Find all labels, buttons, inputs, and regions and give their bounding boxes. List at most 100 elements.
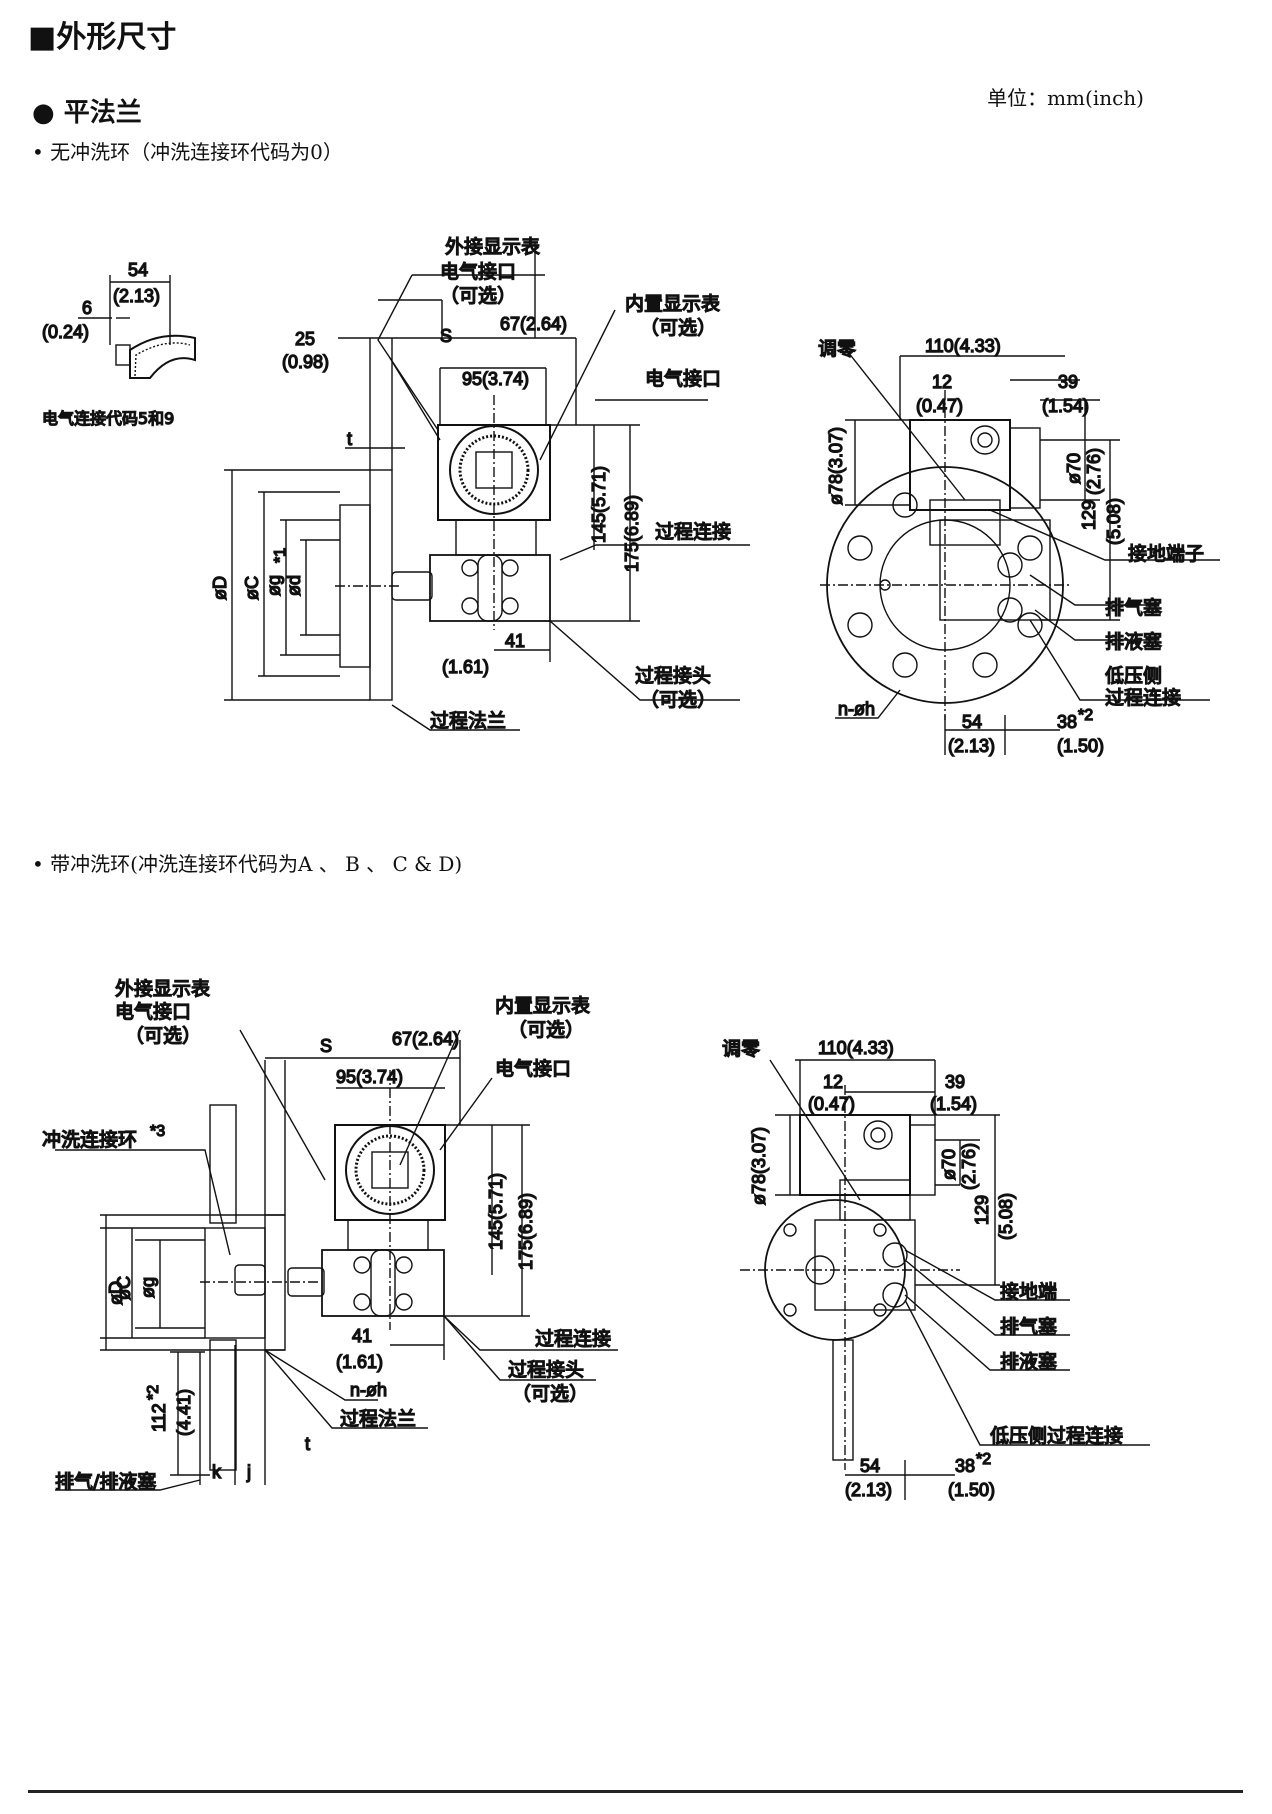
f2-dim-70: ø70 xyxy=(939,1149,959,1180)
label-d: ød xyxy=(284,575,304,596)
s2-dim-67: 67(2.64) xyxy=(392,1029,459,1049)
f2-dim-276: (2.76) xyxy=(959,1143,979,1190)
f1-sup2: *2 xyxy=(1078,707,1093,724)
small-view-conduit xyxy=(78,275,196,379)
int-display-label: 内置显示表 xyxy=(625,293,720,315)
small-dim-54: 54 xyxy=(128,260,148,280)
f2-dim-110: 110(4.33) xyxy=(818,1038,894,1058)
s2-int-optional: （可选） xyxy=(508,1019,584,1041)
label-g: øg xyxy=(264,575,284,596)
front-view-1 xyxy=(820,351,1220,755)
elec-conn-label: 电气接口 xyxy=(645,368,721,390)
f2-sup2: *2 xyxy=(976,1451,991,1468)
section1-bullet: • 无冲洗环（冲洗连接环代码为0） xyxy=(32,140,343,164)
f2-dim-150: (1.50) xyxy=(948,1480,995,1500)
s2-dim-441: (4.41) xyxy=(174,1389,194,1436)
s2-ext-optional: （可选） xyxy=(125,1025,201,1047)
f1-dim-12: 12 xyxy=(932,372,952,392)
f1-dim-54: 54 xyxy=(962,712,982,732)
unit-label: 单位：mm(inch) xyxy=(987,86,1144,110)
s2-dim-41: 41 xyxy=(352,1326,372,1346)
side-view-2 xyxy=(55,1029,618,1491)
s2-dim-k: k xyxy=(212,1462,222,1482)
f1-dim-110: 110(4.33) xyxy=(925,336,1001,356)
s2-proc-fitting: 过程接头 xyxy=(508,1359,584,1381)
f1-dim-154: (1.54) xyxy=(1042,396,1089,416)
dim-S: S xyxy=(440,326,452,346)
ground-terminal-label: 接地端子 xyxy=(1128,543,1204,565)
dim-161: (1.61) xyxy=(442,657,489,677)
flush-ring-label: 冲洗连接环 xyxy=(42,1129,137,1151)
s2-proc-conn: 过程连接 xyxy=(535,1328,611,1350)
small-dim-6: 6 xyxy=(82,298,92,318)
f2-dim-38: 38 xyxy=(955,1456,975,1476)
f2-dim-213: (2.13) xyxy=(845,1480,892,1500)
s2-proc-flange: 过程法兰 xyxy=(340,1408,416,1430)
f1-dim-150: (1.50) xyxy=(1057,736,1104,756)
s2-dim-95: 95(3.74) xyxy=(336,1067,403,1087)
f1-dim-213: (2.13) xyxy=(948,736,995,756)
f1-dim-276: (2.76) xyxy=(1084,448,1104,495)
drain-plug-label: 排液塞 xyxy=(1105,631,1162,653)
small-dim-024: (0.24) xyxy=(42,322,89,342)
f1-dim-38: 38 xyxy=(1057,712,1077,732)
f2-dim-129: 129 xyxy=(972,1195,992,1225)
proc-conn-label: 过程连接 xyxy=(655,521,731,543)
f2-low-side: 低压侧过程连接 xyxy=(990,1425,1123,1447)
f1-dim-39: 39 xyxy=(1058,372,1078,392)
f1-dim-047: (0.47) xyxy=(916,396,963,416)
dim-098: (0.98) xyxy=(282,352,329,372)
s2-sup2: *2 xyxy=(145,1385,162,1400)
f1-dim-129: 129 xyxy=(1079,500,1099,530)
f2-dim-047: (0.47) xyxy=(808,1094,855,1114)
low-side-label-1: 低压侧 xyxy=(1105,665,1162,687)
s2-sup3: *3 xyxy=(150,1123,165,1140)
front-view-2 xyxy=(740,1059,1150,1500)
int-optional: （可选） xyxy=(640,317,716,339)
ext-conn-label: 电气接口 xyxy=(440,261,516,283)
f1-dim-78: ø78(3.07) xyxy=(826,427,846,505)
bottom-rule xyxy=(28,1790,1243,1793)
f2-vent: 排气塞 xyxy=(1000,1316,1057,1338)
s2-zero-adj: 调零 xyxy=(722,1038,760,1060)
dim-41: 41 xyxy=(505,631,525,651)
f2-dim-508: (5.08) xyxy=(996,1193,1016,1240)
s2-dim-145: 145(5.71) xyxy=(486,1173,506,1250)
f2-dim-78: ø78(3.07) xyxy=(749,1127,769,1205)
zero-adj-label: 调零 xyxy=(818,338,856,360)
s2-proc-fitting-opt: （可选） xyxy=(512,1383,588,1405)
f2-dim-154: (1.54) xyxy=(930,1094,977,1114)
s2-dim-j: j xyxy=(246,1462,251,1482)
f1-noh: n-øh xyxy=(838,699,875,719)
side-view-1 xyxy=(224,242,750,731)
sup-1: *1 xyxy=(272,548,289,563)
dim-175: 175(6.89) xyxy=(622,495,642,572)
s2-label-D: øD xyxy=(106,1281,126,1305)
f2-dim-54: 54 xyxy=(860,1456,880,1476)
dim-67: 67(2.64) xyxy=(500,314,567,334)
proc-flange-label: 过程法兰 xyxy=(430,710,506,732)
s2-dim-S: S xyxy=(320,1036,332,1056)
section2-bullet: • 带冲洗环(冲洗连接环代码为A 、 B 、 C & D) xyxy=(32,852,463,876)
small-dim-213: (2.13) xyxy=(113,286,160,306)
low-side-label-2: 过程连接 xyxy=(1105,687,1181,709)
dim-t: t xyxy=(347,429,352,449)
dim-145: 145(5.71) xyxy=(589,466,609,543)
f2-ground: 接地端 xyxy=(1000,1281,1057,1303)
s2-int-display: 内置显示表 xyxy=(495,995,590,1017)
f2-drain: 排液塞 xyxy=(1000,1351,1057,1373)
dim-95: 95(3.74) xyxy=(462,369,529,389)
s2-dim-t: t xyxy=(305,1434,310,1454)
ext-display-label: 外接显示表 xyxy=(445,236,540,258)
s2-ext-display: 外接显示表 xyxy=(115,978,210,1000)
s2-label-C: øC xyxy=(114,1276,134,1300)
f2-dim-39: 39 xyxy=(945,1072,965,1092)
s2-noh: n-øh xyxy=(350,1380,387,1400)
section-title: ● 平法兰 xyxy=(32,98,142,128)
vent-plug-label: 排气塞 xyxy=(1105,597,1162,619)
ext-optional: （可选） xyxy=(440,285,516,307)
s2-dim-175: 175(6.89) xyxy=(516,1193,536,1270)
label-C: øC xyxy=(242,576,262,600)
proc-fitting-label: 过程接头 xyxy=(635,665,711,687)
